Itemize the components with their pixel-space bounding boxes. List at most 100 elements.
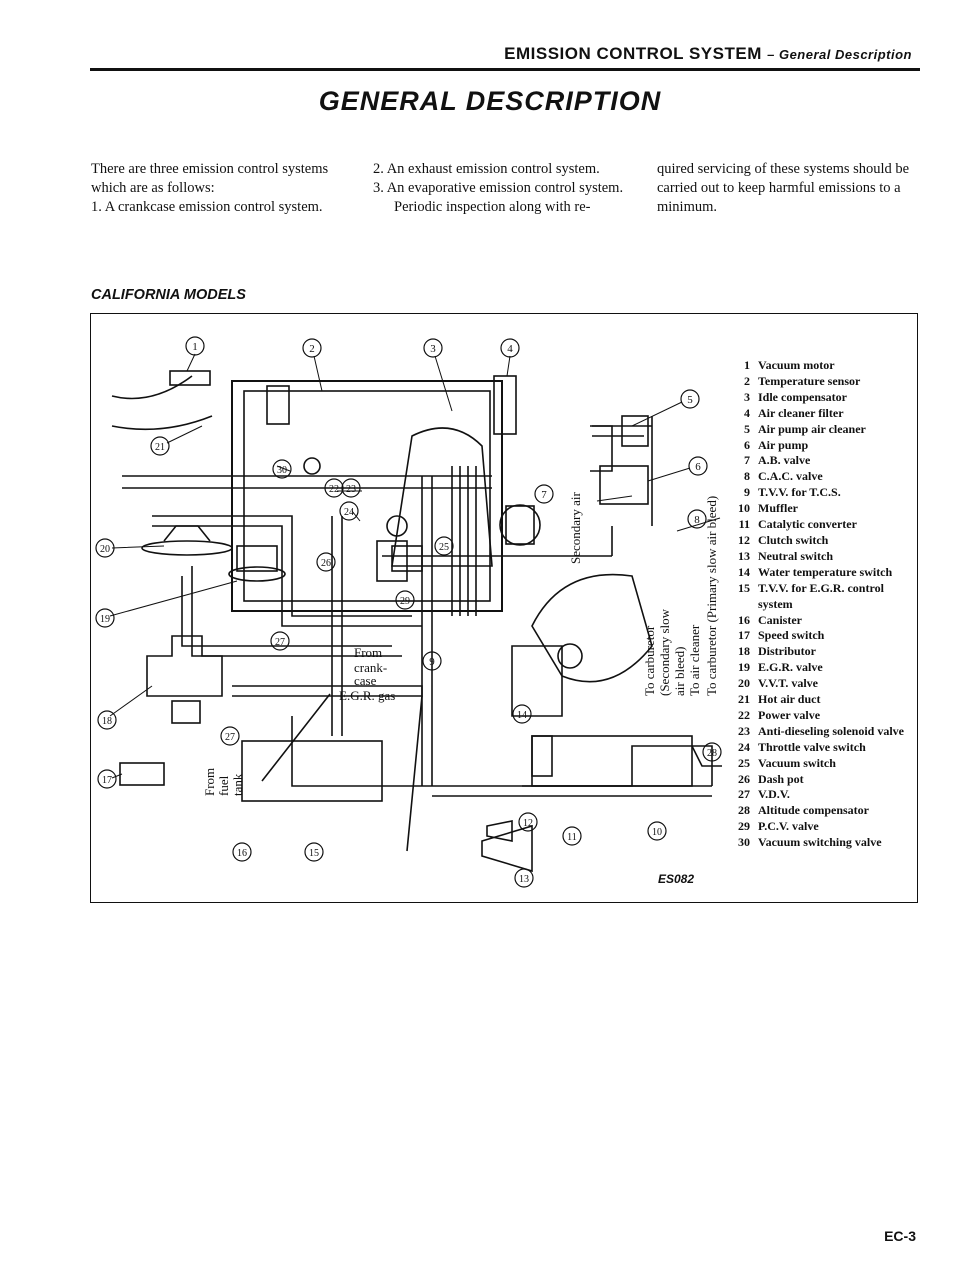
intro-paragraph: There are three emission control systems… xyxy=(91,161,329,196)
callout-20: 20 xyxy=(95,538,115,558)
legend-item-label: Anti-dieseling solenoid valve xyxy=(758,723,905,738)
legend-item-number: 30 xyxy=(738,835,750,850)
legend-item: 30 Vacuum switching valve xyxy=(732,835,912,851)
callout-13: 13 xyxy=(514,868,534,888)
intro-item-2: 2. An exhaust emission control system. xyxy=(373,161,600,177)
legend-item-number: 2 xyxy=(744,373,750,388)
callout-24: 24 xyxy=(339,501,359,521)
legend-item-label: Altitude compensator xyxy=(758,803,869,818)
legend-item-label: Hot air duct xyxy=(758,692,821,707)
legend-item-number: 4 xyxy=(744,405,750,420)
figure-frame xyxy=(90,313,918,903)
legend-item-number: 14 xyxy=(738,564,750,579)
callout-27b-text: 27 xyxy=(225,732,235,743)
legend-item-label: Catalytic converter xyxy=(758,517,857,532)
legend-item-label: Water temperature switch xyxy=(758,564,893,579)
legend-item-number: 6 xyxy=(744,437,750,452)
callout-22-text: 22 xyxy=(329,484,339,495)
callout-19: 19 xyxy=(95,608,115,628)
callout-3: 3 xyxy=(423,338,443,358)
legend-item-number: 8 xyxy=(744,469,750,484)
intro-column-2: 2. An exhaust emission control system. 3… xyxy=(373,160,643,217)
legend-item-number: 25 xyxy=(738,755,750,770)
callout-29-text: 29 xyxy=(400,596,410,607)
callout-25-text: 25 xyxy=(439,542,449,553)
callout-23-text: 23 xyxy=(346,484,356,495)
legend-item-number: 21 xyxy=(738,692,750,707)
callout-leaders xyxy=(109,353,721,779)
legend-item: 22 Power valve xyxy=(732,708,912,724)
callout-12: 12 xyxy=(518,812,538,832)
legend-item-number: 20 xyxy=(738,676,750,691)
intro-item-3: 3. An evaporative emission control syste… xyxy=(373,180,624,196)
legend-item: 8 C.A.C. valve xyxy=(732,469,912,485)
figure-code: ES082 xyxy=(658,872,695,886)
legend-item-label: Air pump xyxy=(758,437,809,452)
callout-10: 10 xyxy=(647,821,667,841)
legend-item-label: Power valve xyxy=(758,707,821,722)
legend-item-label: Vacuum switching valve xyxy=(758,835,882,850)
legend-item-number: 9 xyxy=(744,485,750,500)
callout-4-text: 4 xyxy=(507,343,513,355)
callout-9: 9 xyxy=(422,651,442,671)
callout-27-text: 27 xyxy=(275,637,285,648)
callout-20-text: 20 xyxy=(100,544,110,555)
legend-item-label: Idle compensator xyxy=(758,389,847,404)
callout-7-text: 7 xyxy=(541,489,547,501)
callouts: 1 2 3 4 5 6 7 8 9 10 11 12 13 14 15 16 1… xyxy=(95,336,722,888)
legend-item-number: 27 xyxy=(738,787,750,802)
label-from-fuel-2: fuel xyxy=(216,775,231,796)
callout-17: 17 xyxy=(97,769,117,789)
label-to-carb-primary: To carburetor (Primary slow air bleed) xyxy=(704,496,719,696)
label-to-air-cleaner: To air cleaner xyxy=(687,624,702,696)
callout-1-text: 1 xyxy=(192,341,198,353)
callout-18-text: 18 xyxy=(102,716,112,727)
legend-item-label: P.C.V. valve xyxy=(758,819,819,834)
legend-item-number: 26 xyxy=(738,771,750,786)
legend-item-label: Temperature sensor xyxy=(758,373,861,388)
legend-item-label: C.A.C. valve xyxy=(758,469,823,484)
page-title: GENERAL DESCRIPTION xyxy=(318,86,662,116)
legend-item-label: Speed switch xyxy=(758,628,825,643)
legend-item-number: 3 xyxy=(744,389,750,404)
legend-item-label: Clutch switch xyxy=(758,532,829,547)
legend-item-number: 22 xyxy=(738,707,750,722)
callout-28-text: 28 xyxy=(707,748,717,759)
legend-item-number: 18 xyxy=(738,644,750,659)
legend-item: 11 Catalytic converter xyxy=(732,517,912,533)
callout-4: 4 xyxy=(500,338,520,358)
legend-item-number: 24 xyxy=(738,739,750,754)
callout-11: 11 xyxy=(562,826,582,846)
intro-column-1: There are three emission control systems… xyxy=(91,160,346,217)
legend-item-number: 17 xyxy=(738,628,750,643)
callout-21: 21 xyxy=(150,436,170,456)
callout-28: 28 xyxy=(702,742,722,762)
callout-6-text: 6 xyxy=(695,461,701,473)
intro-item-1: 1. A crankcase emission control system. xyxy=(91,199,323,215)
legend-item-number: 11 xyxy=(738,517,750,532)
callout-24-text: 24 xyxy=(344,507,354,518)
label-secondary-air: Secondary air xyxy=(568,491,583,564)
legend-item-label: Throttle valve switch xyxy=(758,739,866,754)
legend-item: 6 Air pump xyxy=(732,438,912,454)
running-header: EMISSION CONTROL SYSTEM – General Descri… xyxy=(504,44,912,64)
legend-item: 2 Temperature sensor xyxy=(732,374,912,390)
callout-10-text: 10 xyxy=(652,827,662,838)
legend-item-label: E.G.R. valve xyxy=(758,660,823,675)
callout-29: 29 xyxy=(395,590,415,610)
label-from-fuel-3: tank xyxy=(230,773,245,796)
intro-paragraph-3: quired servicing of these systems should… xyxy=(657,161,910,215)
label-from-fuel-1: From xyxy=(202,768,217,796)
legend-item-number: 28 xyxy=(738,803,750,818)
callout-13-text: 13 xyxy=(519,874,529,885)
callout-18: 18 xyxy=(97,710,117,730)
